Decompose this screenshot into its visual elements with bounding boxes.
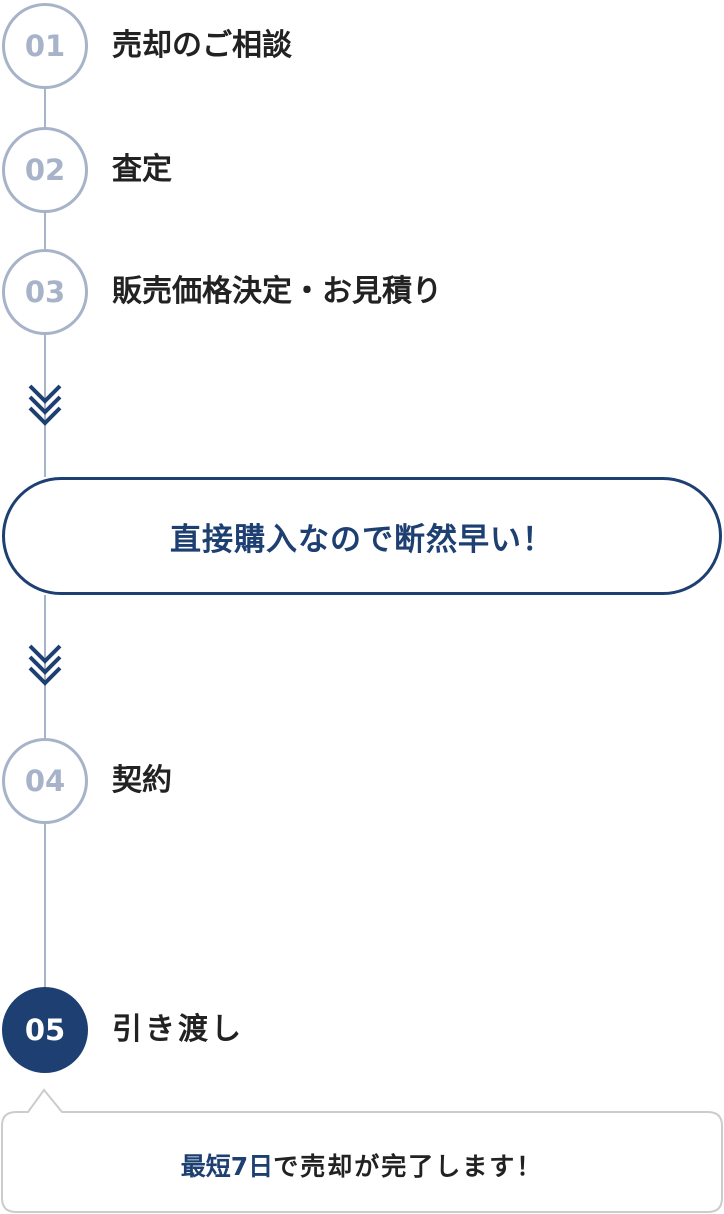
step-number-badge: 01: [2, 3, 88, 89]
highlight-banner: 直接購入なので断然早い！: [2, 477, 722, 595]
double-chevron-down-icon: [28, 644, 62, 686]
step-label: 引き渡し: [112, 1012, 244, 1047]
step-number-badge-active: 05: [2, 987, 88, 1073]
step-number-badge: 02: [2, 127, 88, 213]
step-label: 売却のご相談: [112, 28, 292, 63]
step-number-badge: 03: [2, 249, 88, 335]
step-label: 契約: [112, 763, 172, 798]
step-number-badge: 04: [2, 738, 88, 824]
double-chevron-down-icon: [28, 384, 62, 426]
callout-rest: で売却が完了します！: [273, 1152, 544, 1181]
step-label: 販売価格決定・お見積り: [112, 274, 442, 309]
callout-text: 最短7日で売却が完了します！: [0, 1147, 724, 1183]
callout-accent: 最短7日: [180, 1152, 274, 1181]
step-label: 査定: [112, 152, 172, 187]
callout-box: [1, 1088, 723, 1213]
